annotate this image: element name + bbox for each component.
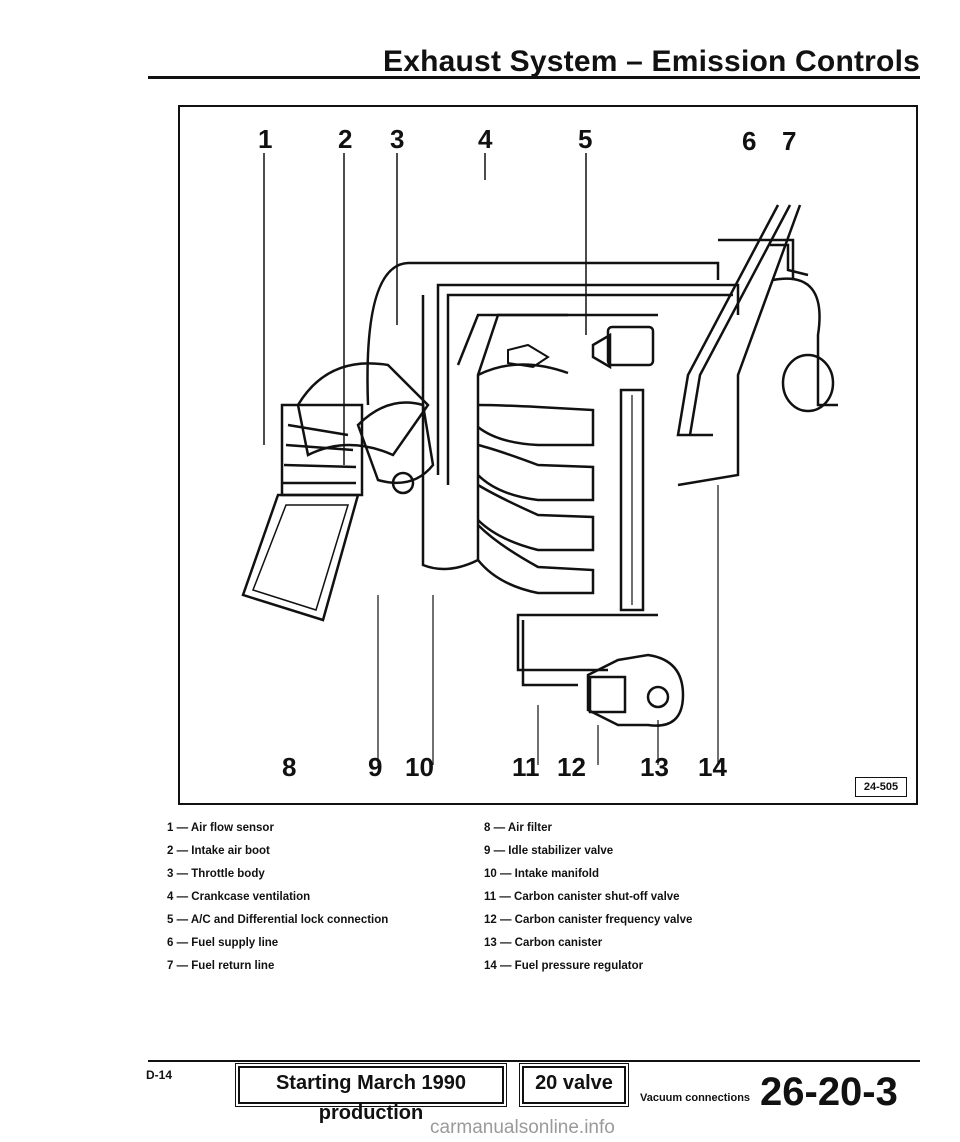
engine-box: 20 valve xyxy=(519,1063,629,1107)
legend-left: 1 — Air flow sensor 2 — Intake air boot … xyxy=(167,817,388,978)
watermark: carmanualsonline.info xyxy=(430,1117,615,1138)
legend-item-14: 14 — Fuel pressure regulator xyxy=(484,960,644,972)
page-code: D-14 xyxy=(146,1068,173,1082)
legend-item-7: 7 — Fuel return line xyxy=(167,960,275,972)
legend-item-5: 5 — A/C and Differential lock connection xyxy=(167,914,389,926)
legend-item-3: 3 — Throttle body xyxy=(167,868,265,880)
callout-1: 1 xyxy=(258,124,273,154)
figure-id-tag: 24-505 xyxy=(855,777,907,797)
production-box: Starting March 1990 production xyxy=(235,1063,507,1124)
legend-item-4: 4 — Crankcase ventilation xyxy=(167,891,311,903)
callout-14: 14 xyxy=(698,752,727,782)
callout-8: 8 xyxy=(282,752,297,782)
callout-2: 2 xyxy=(338,124,353,154)
callout-10: 10 xyxy=(405,752,434,782)
callout-6: 6 xyxy=(742,126,757,156)
footer-rule xyxy=(148,1060,920,1062)
legend-item-10: 10 — Intake manifold xyxy=(484,868,600,880)
legend-item-12: 12 — Carbon canister frequency valve xyxy=(484,914,693,926)
legend-item-9: 9 — Idle stabilizer valve xyxy=(484,845,614,857)
callout-9: 9 xyxy=(368,752,383,782)
page-number: 26-20-3 xyxy=(760,1070,898,1114)
vacuum-diagram-illustration xyxy=(241,153,838,765)
callout-12: 12 xyxy=(557,752,586,782)
callout-7: 7 xyxy=(782,126,797,156)
callout-3: 3 xyxy=(390,124,405,154)
callout-11: 11 xyxy=(512,752,540,782)
legend-item-2: 2 — Intake air boot xyxy=(167,845,270,857)
figure-frame xyxy=(178,105,918,805)
section-label: Vacuum connections xyxy=(640,1092,751,1104)
callout-5: 5 xyxy=(578,124,593,154)
legend-item-13: 13 — Carbon canister xyxy=(484,937,603,949)
legend-right: 8 — Air filter 9 — Idle stabilizer valve… xyxy=(484,817,692,978)
legend-item-11: 11 — Carbon canister shut-off valve xyxy=(484,891,680,903)
callout-13: 13 xyxy=(640,752,669,782)
legend-item-1: 1 — Air flow sensor xyxy=(167,822,274,834)
header-rule xyxy=(148,76,920,79)
callout-4: 4 xyxy=(478,124,493,154)
legend-item-6: 6 — Fuel supply line xyxy=(167,937,279,949)
legend-item-8: 8 — Air filter xyxy=(484,822,552,834)
page-title: Exhaust System – Emission Controls xyxy=(383,45,920,78)
